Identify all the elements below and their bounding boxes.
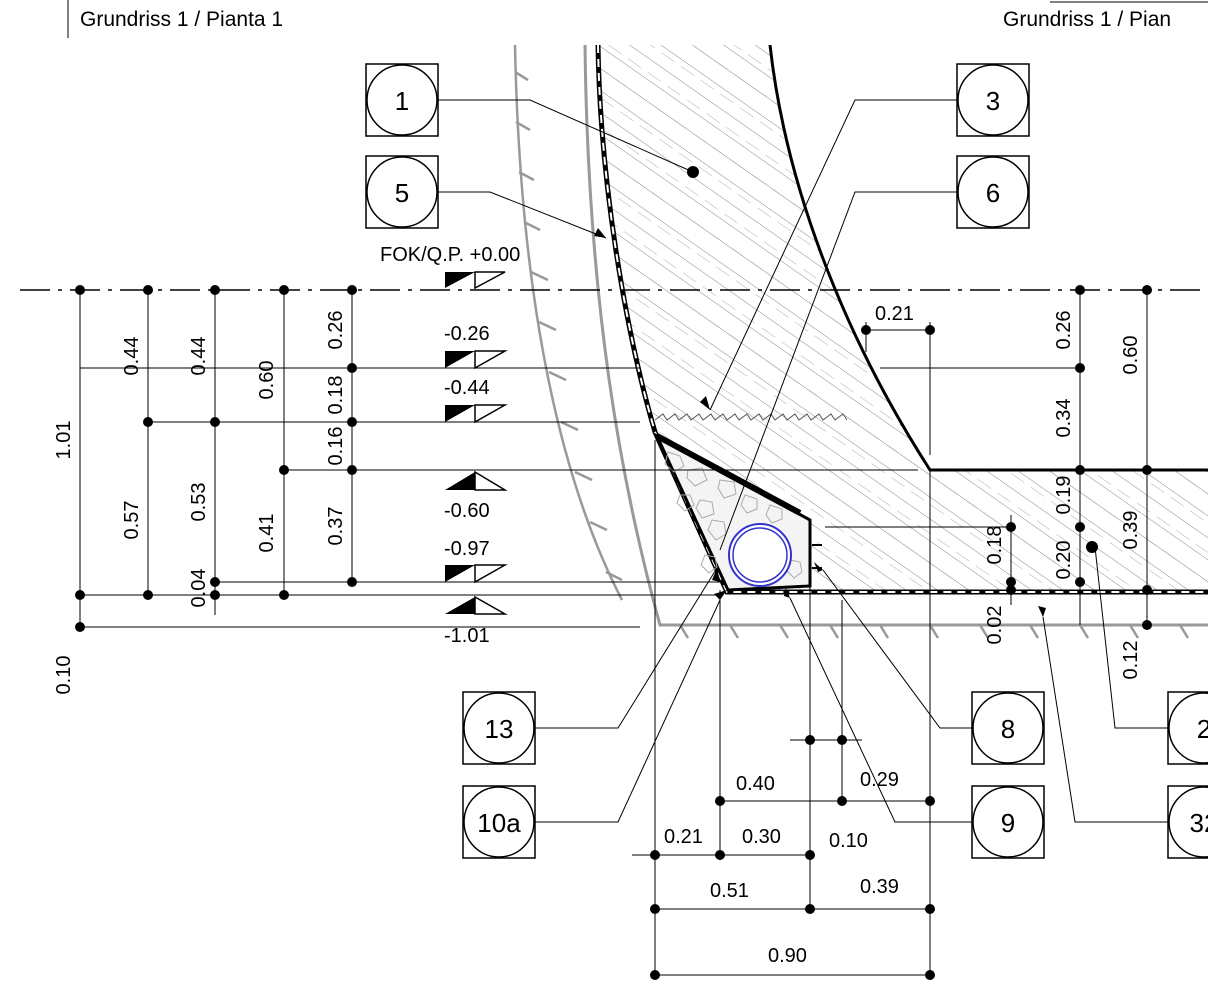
dim-right-039: 0.39 (1120, 511, 1142, 550)
dim-col2-bottom: 0.57 (121, 501, 143, 540)
dim-right-026: 0.26 (1053, 311, 1075, 350)
dim-col5-b: 0.18 (325, 376, 347, 415)
leader-lines (438, 99, 1168, 823)
tag-9-label: 9 (1001, 808, 1015, 838)
dim-right-018: 0.18 (984, 526, 1006, 565)
level-marker-044: -0.44 (444, 377, 508, 424)
sheet-title-left: Grundriss 1 / Pianta 1 (80, 8, 283, 31)
tag-8: 8 (971, 691, 1045, 765)
wall-inner-edge (768, 44, 1208, 472)
tag-3-label: 3 (986, 86, 1000, 116)
drain-pipe (728, 523, 792, 587)
dim-left-bottom: 0.10 (53, 656, 75, 695)
level-label-044: -0.44 (444, 377, 490, 399)
level-marker-060: -0.60 (444, 470, 508, 522)
tag-9: 9 (971, 785, 1045, 859)
dim-bottom-010: 0.10 (829, 830, 868, 852)
tag-32: 32 (1167, 785, 1208, 859)
dim-top-021 (861, 322, 935, 455)
dim-right-019: 0.19 (1053, 476, 1075, 515)
tag-13-label: 13 (485, 714, 514, 744)
tag-32-label: 32 (1190, 808, 1208, 838)
dim-right-060: 0.60 (1120, 336, 1142, 375)
tag-1-label: 1 (395, 86, 409, 116)
dim-right-020: 0.20 (1053, 541, 1075, 580)
level-marker-ref: FOK/Q.P. +0.00 (380, 244, 520, 290)
level-label-101: -1.01 (444, 625, 490, 647)
tag-5-label: 5 (395, 178, 409, 208)
ground-line-left (513, 44, 624, 601)
level-marker-101: -1.01 (444, 595, 508, 647)
tag-8-label: 8 (1001, 714, 1015, 744)
level-marker-097: -0.97 (444, 538, 508, 584)
dim-bottom-021: 0.21 (664, 826, 703, 848)
dim-bottom-051: 0.51 (710, 880, 749, 902)
left-dimension-lines (79, 290, 353, 627)
gravel-stones (664, 451, 803, 579)
level-label-026: -0.26 (444, 323, 490, 345)
dim-bottom-039: 0.39 (860, 876, 899, 898)
level-label-097: -0.97 (444, 538, 490, 560)
tag-10a: 10a (462, 785, 536, 859)
header-left: Grundriss 1 / Pianta 1 (67, 0, 283, 38)
tag-13: 13 (462, 691, 536, 765)
tag-2-label: 2 (1197, 714, 1208, 744)
bottom-dimension-lines (632, 739, 930, 976)
dim-left-total: 1.01 (53, 421, 75, 460)
ground-line-outer (583, 44, 1208, 627)
tag-10a-label: 10a (477, 808, 521, 838)
dim-right-034: 0.34 (1053, 399, 1075, 438)
tag-2: 2 (1167, 691, 1208, 765)
left-dimension-dots (75, 285, 357, 632)
dim-right-012: 0.12 (1120, 641, 1142, 680)
dim-bottom-030: 0.30 (742, 826, 781, 848)
level-label-060: -0.60 (444, 500, 490, 522)
dim-col5-c: 0.16 (325, 427, 347, 466)
level-marker-026: -0.26 (444, 323, 508, 370)
dim-col5-d: 0.37 (325, 507, 347, 546)
fill-line-jagged (654, 413, 848, 421)
dim-col4-top: 0.60 (256, 361, 278, 400)
dim-bottom-029: 0.29 (860, 769, 899, 791)
dim-bottom-040: 0.40 (736, 773, 775, 795)
level-lines (80, 367, 1080, 628)
dim-col5-a: 0.26 (325, 311, 347, 350)
concrete-wall-hatch-dashed (598, 45, 1208, 592)
sheet-title-right: Grundriss 1 / Pian (1003, 8, 1171, 31)
tag-6: 6 (956, 155, 1030, 229)
dim-col3-bottom: 0.53 (188, 483, 210, 522)
dim-col4-bottom: 0.41 (256, 514, 278, 553)
membrane-dashed (597, 44, 1208, 593)
tag-1: 1 (365, 63, 439, 137)
dim-col3-small: 0.04 (188, 569, 210, 608)
dim-right-002: 0.02 (984, 606, 1006, 645)
ground-hatch-ticks (514, 70, 1190, 639)
dim-col3-top: 0.44 (188, 337, 210, 376)
bottom-extension-lines (654, 440, 931, 975)
gravel-cover-line (655, 433, 802, 516)
tag-3: 3 (956, 63, 1030, 137)
dim-top-021-text: 0.21 (875, 303, 914, 325)
leader-terminals (594, 166, 1098, 617)
level-label-ref: FOK/Q.P. +0.00 (380, 244, 520, 266)
dim-bottom-090: 0.90 (768, 945, 807, 967)
tag-6-label: 6 (986, 178, 1000, 208)
bottom-dimension-dots (650, 735, 935, 980)
dim-col2-top: 0.44 (121, 337, 143, 376)
header-right: Grundriss 1 / Pian (1003, 1, 1208, 31)
tag-5: 5 (365, 155, 439, 229)
